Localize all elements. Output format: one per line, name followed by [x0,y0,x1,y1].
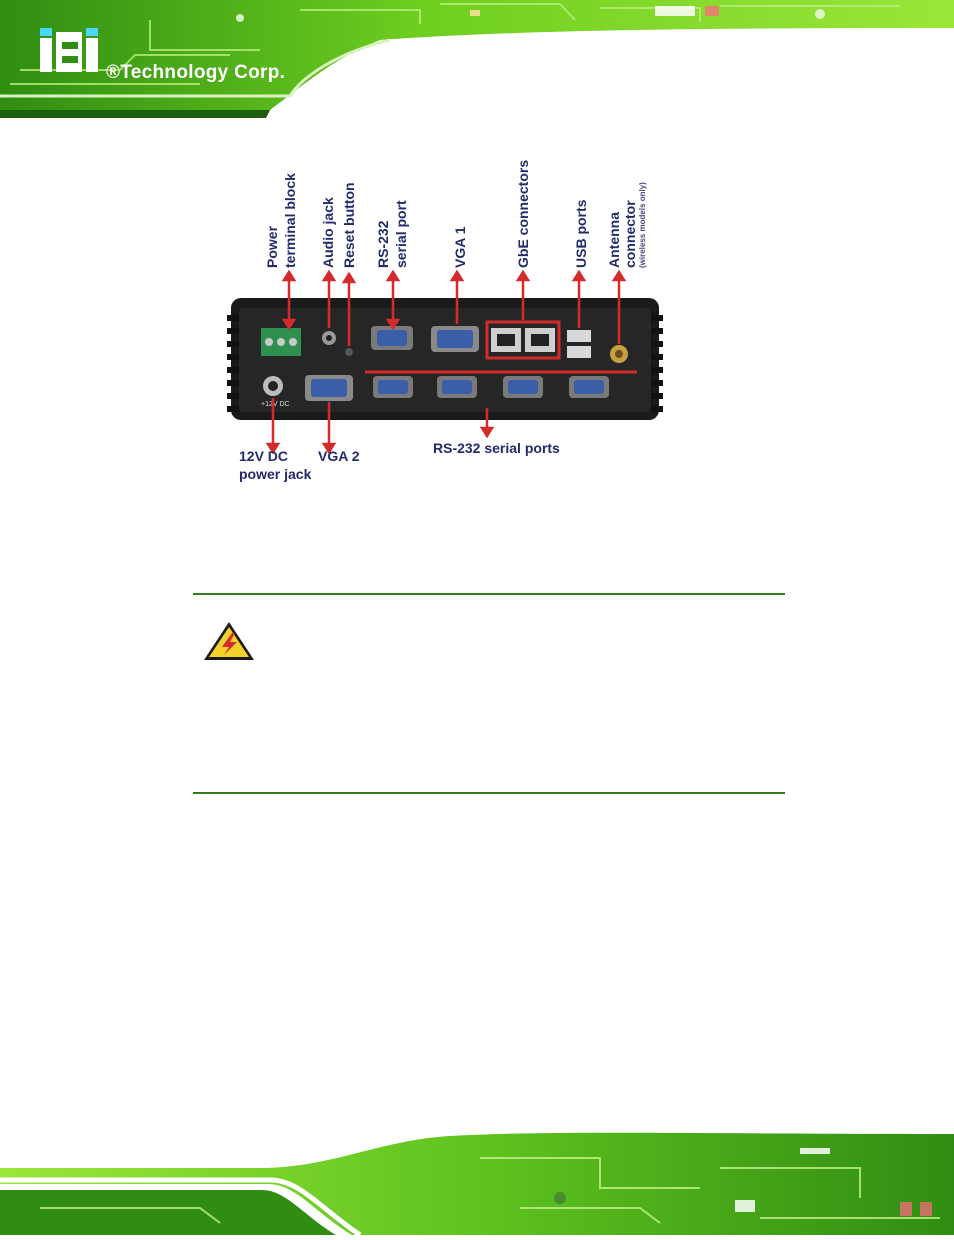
label-connector: connector [622,200,638,268]
brand-logo: ®Technology Corp. [36,26,296,86]
label-gbe-connectors: GbE connectors [515,160,531,268]
label-rs232: RS-232 [375,220,391,268]
antenna-connector [610,345,628,363]
label-rs232-serial-ports: RS-232 serial ports [433,440,560,456]
vga1-port [431,326,479,352]
label-usb-ports: USB ports [573,199,589,268]
header-circuit-art [0,0,954,118]
label-audio-jack: Audio jack [320,197,336,268]
power-terminal-block [261,328,301,356]
gbe-ports [485,320,561,360]
label-terminal-block: terminal block [282,173,298,268]
usb-ports [567,330,591,358]
warning-bottom-rule [193,792,785,794]
header-banner: ®Technology Corp. [0,0,954,118]
warning-icon [202,620,256,662]
chassis [227,298,663,420]
rear-panel-diagram: +12V DC [227,160,663,482]
label-power-jack: power jack [239,466,312,482]
rear-panel-figure: +12V DC [225,130,665,490]
callout-arrows [265,269,627,455]
dc-power-jack: +12V DC [261,376,290,408]
vga2-port [305,375,353,401]
label-wireless-note: (wireless models only) [638,182,647,268]
label-antenna: Antenna [606,212,622,268]
label-12v-dc: 12V DC [239,448,288,464]
warning-top-rule [193,593,785,595]
rs232-port-top [371,326,413,350]
brand-name: ®Technology Corp. [106,62,286,83]
label-vga2: VGA 2 [318,448,360,464]
label-power: Power [264,225,280,268]
iei-logo-icon [40,28,98,72]
footer-banner [0,1128,954,1238]
label-reset-button: Reset button [341,182,357,268]
footer-circuit-art [0,1132,954,1238]
label-serial-port: serial port [393,200,409,268]
dc-marking: +12V DC [261,401,290,408]
rs232-ports-bottom [363,370,639,410]
label-vga1: VGA 1 [452,226,468,268]
reset-button [345,348,353,356]
